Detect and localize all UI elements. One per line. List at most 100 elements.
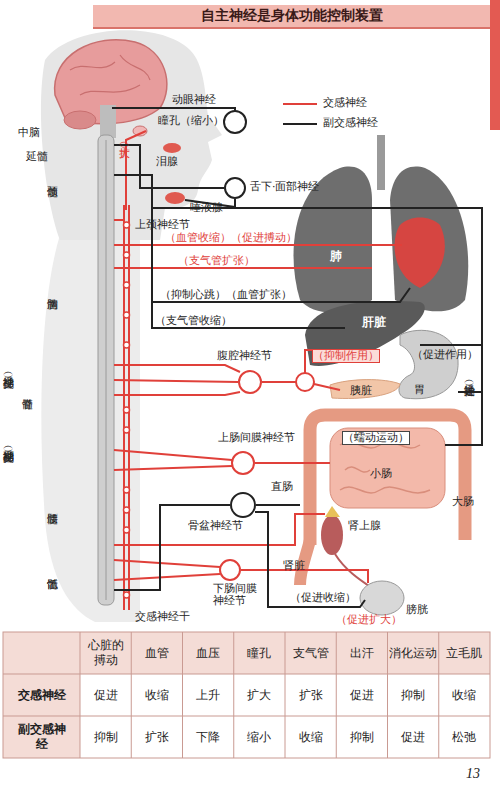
table-cell: 缩小 bbox=[234, 716, 285, 758]
table-text: 上升 bbox=[196, 688, 220, 703]
table-text: 抑制 bbox=[401, 688, 425, 703]
ganglion-node: 骨盆神经节 bbox=[230, 492, 256, 518]
salivary-gland bbox=[165, 192, 185, 204]
table-text: 出汗 bbox=[350, 646, 374, 661]
ganglion-circle bbox=[219, 559, 241, 581]
table-cell: 副交感神经 bbox=[3, 716, 80, 758]
table-cell: 收缩 bbox=[285, 716, 336, 758]
table-cell: 支气管 bbox=[285, 632, 336, 674]
table-text: 促进 bbox=[94, 688, 118, 703]
table-cell: 收缩 bbox=[439, 674, 490, 716]
trachea bbox=[377, 135, 385, 190]
legend-line bbox=[283, 123, 317, 125]
table-text: 扩大 bbox=[247, 688, 271, 703]
effect-label: （促进扩大） bbox=[336, 614, 402, 626]
ganglion-outline bbox=[232, 452, 254, 474]
table-text: 交感神经 bbox=[18, 688, 66, 703]
part-label: 直肠 bbox=[271, 481, 293, 493]
page-number: 13 bbox=[466, 768, 480, 780]
table-text: 收缩 bbox=[299, 730, 323, 745]
table-cell: 抑制 bbox=[80, 716, 131, 758]
ganglion-node: 舌下·面部神经 bbox=[224, 177, 246, 199]
table-cell: 瞳孔 bbox=[234, 632, 285, 674]
ganglion-circle bbox=[231, 451, 255, 475]
part-label: 延髓 bbox=[26, 151, 48, 163]
part-label: 中脑 bbox=[18, 127, 40, 139]
table-text: 抑制 bbox=[350, 730, 374, 745]
part-label: 肾上腺 bbox=[348, 520, 381, 532]
table-text: 促进 bbox=[401, 730, 425, 745]
ganglion-node: 腹腔神经节 bbox=[238, 370, 262, 394]
spinal-cord bbox=[98, 135, 114, 605]
ganglion-label: 上肠间膜神经节 bbox=[218, 432, 295, 444]
table-cell: 松弛 bbox=[439, 716, 490, 758]
ganglion-label: 下肠间膜神经节 bbox=[213, 583, 261, 607]
table-cell: 血压 bbox=[183, 632, 234, 674]
table-cell: 扩张 bbox=[131, 716, 182, 758]
table-text: 收缩 bbox=[452, 688, 476, 703]
organ-label: 肺 bbox=[330, 250, 342, 262]
comparison-table bbox=[3, 632, 490, 758]
title-band: 自主神经是身体功能控制装置 bbox=[93, 5, 490, 29]
kidney bbox=[321, 515, 343, 555]
ganglion-circle bbox=[238, 370, 262, 394]
table-text: 副交感神经 bbox=[18, 722, 66, 752]
ganglion-outline bbox=[239, 371, 261, 393]
table-cell: 消化运动 bbox=[388, 632, 439, 674]
part-label: 交感神经干 bbox=[135, 611, 190, 623]
table-text: 瞳孔 bbox=[247, 646, 271, 661]
table-text: 支气管 bbox=[293, 646, 329, 661]
table-cell: 血管 bbox=[131, 632, 182, 674]
adrenal-gland bbox=[325, 506, 340, 517]
part-label: 泪腺 bbox=[156, 156, 178, 168]
table-cell: 上升 bbox=[183, 674, 234, 716]
table-text: 抑制 bbox=[94, 730, 118, 745]
lung bbox=[390, 167, 468, 312]
ganglion-label: 腹腔神经节 bbox=[217, 350, 272, 362]
ganglion-label: 骨盆神经节 bbox=[188, 520, 243, 532]
effect-label: （抑制作用） bbox=[312, 349, 380, 363]
stomach bbox=[399, 330, 458, 398]
lacrimal-gland bbox=[163, 143, 181, 153]
legend-text: 交感神经 bbox=[323, 97, 367, 109]
ganglion-label: 舌下·面部神经 bbox=[250, 181, 320, 193]
table-text: 缩小 bbox=[247, 730, 271, 745]
part-label: 动眼神经 bbox=[172, 94, 216, 106]
table-text: 促进 bbox=[350, 688, 374, 703]
part-label: 胃 bbox=[414, 384, 425, 396]
ganglion-outline bbox=[225, 178, 245, 198]
sympathetic-wires bbox=[114, 131, 402, 610]
cerebellum bbox=[64, 111, 96, 129]
table-text: 血管 bbox=[145, 646, 169, 661]
bladder bbox=[360, 581, 404, 615]
legend-line bbox=[283, 103, 317, 105]
table-cell: 出汗 bbox=[336, 632, 387, 674]
part-label: 肾脏 bbox=[283, 560, 305, 572]
part-label: 瞳孔（缩小） bbox=[158, 115, 224, 127]
part-label: 唾液腺 bbox=[190, 202, 223, 214]
table-cell: 促进 bbox=[80, 674, 131, 716]
table-text: 扩张 bbox=[145, 730, 169, 745]
table-cell: 扩大 bbox=[234, 674, 285, 716]
table-cell: 抑制 bbox=[388, 674, 439, 716]
effect-label: （血管收缩）（促进搏动） bbox=[165, 232, 297, 244]
part-label: （促进收缩） bbox=[290, 592, 356, 604]
table-cell: 立毛肌 bbox=[439, 632, 490, 674]
part-label: 上颈神经节 bbox=[135, 219, 190, 231]
heart bbox=[395, 218, 445, 289]
table-text: 血压 bbox=[196, 646, 220, 661]
ganglion-circle bbox=[224, 177, 246, 199]
table-text: 立毛肌 bbox=[446, 646, 482, 661]
ganglion-node: 下肠间膜神经节 bbox=[219, 559, 241, 581]
ganglion-circle bbox=[296, 373, 314, 391]
ganglion-circle bbox=[230, 492, 256, 518]
table-text: 消化运动 bbox=[389, 646, 437, 661]
part-label: 大肠 bbox=[452, 496, 474, 508]
part-label: 膀胱 bbox=[406, 604, 428, 616]
table-cell: 心脏的搏动 bbox=[80, 632, 131, 674]
part-label: （支气管收缩） bbox=[155, 315, 232, 327]
table-text: 收缩 bbox=[145, 688, 169, 703]
organ-label: 肝脏 bbox=[362, 316, 386, 328]
